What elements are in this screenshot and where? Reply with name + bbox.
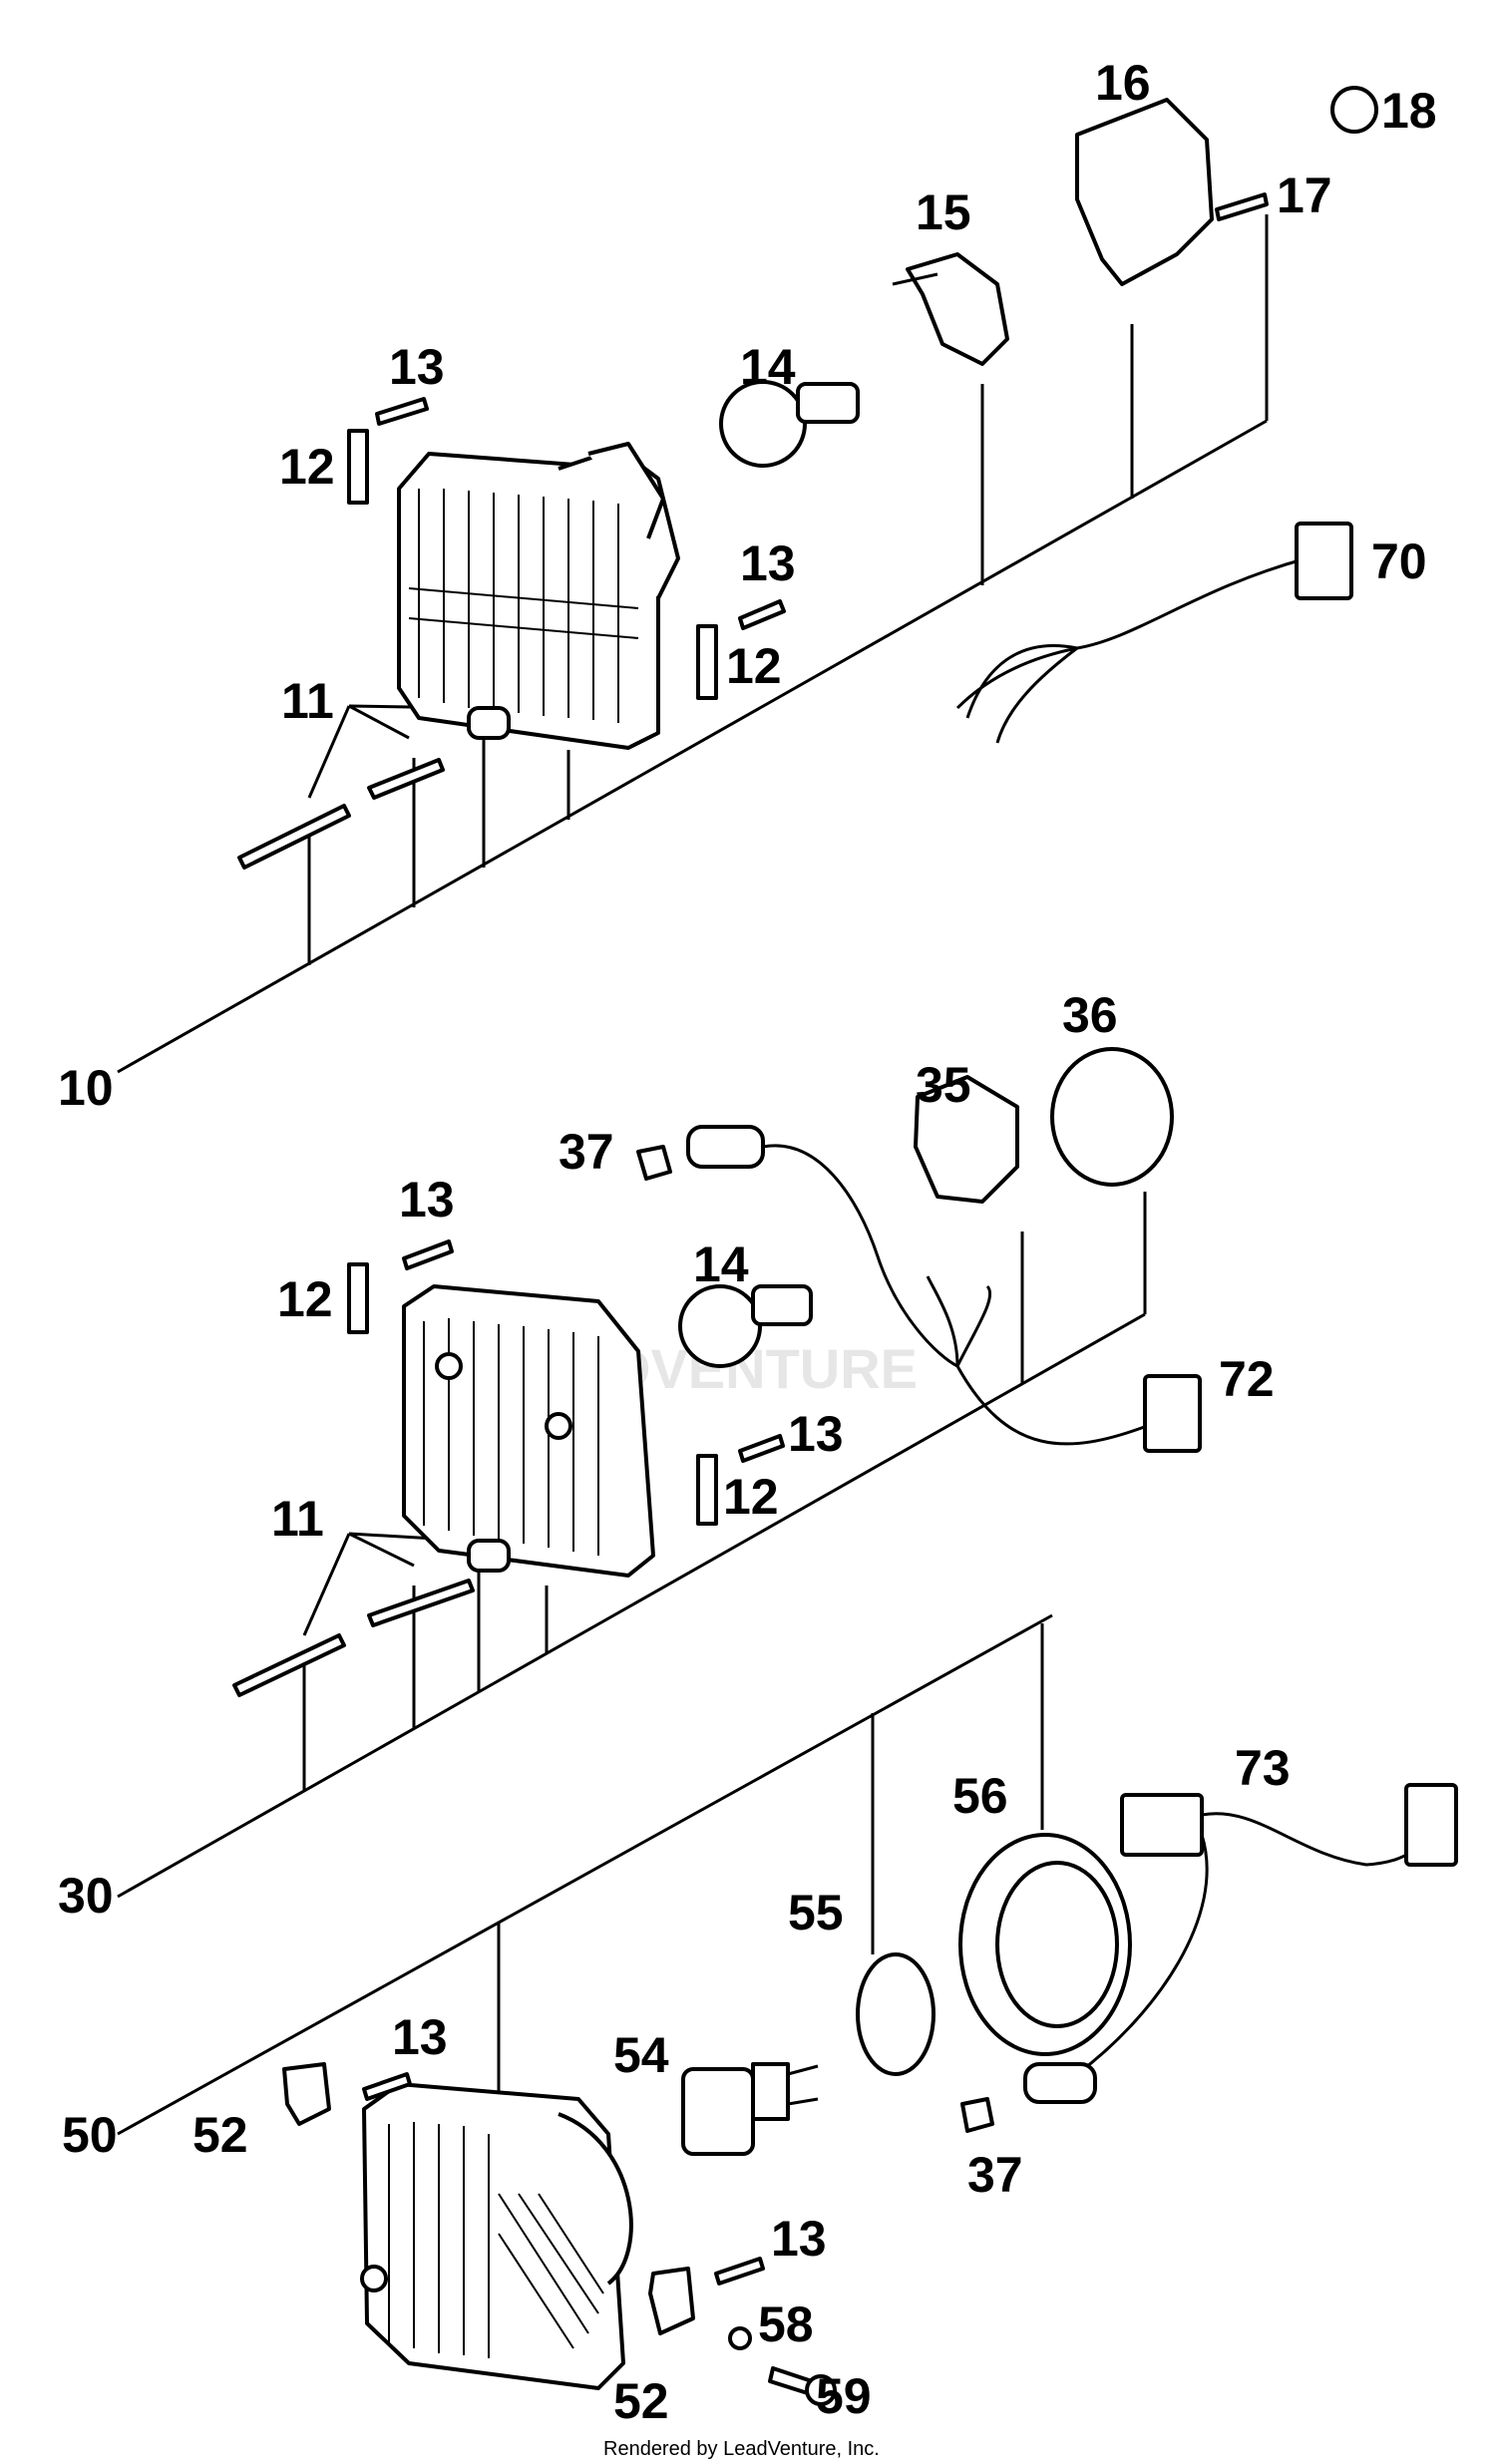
callout-55: 55 bbox=[788, 1885, 844, 1940]
screw-icon bbox=[375, 397, 429, 426]
callout-12: 12 bbox=[279, 439, 335, 495]
callout-13: 13 bbox=[399, 1172, 455, 1228]
nut-strip-icon bbox=[347, 1262, 369, 1334]
callout-14: 14 bbox=[740, 339, 796, 395]
retaining-ring-icon bbox=[1050, 1047, 1174, 1187]
bulb-socket-harness-icon bbox=[686, 1125, 1202, 1453]
callout-54: 54 bbox=[613, 2027, 669, 2083]
callout-12: 12 bbox=[277, 1271, 333, 1327]
callout-59: 59 bbox=[816, 2368, 872, 2424]
spring-icon bbox=[367, 758, 445, 800]
housing-cover-icon bbox=[1075, 98, 1214, 286]
bulb-icon bbox=[678, 1284, 813, 1368]
callout-13: 13 bbox=[788, 1406, 844, 1462]
headlight-insert-part bbox=[402, 1284, 655, 1578]
callout-11: 11 bbox=[281, 673, 334, 729]
callout-37: 37 bbox=[559, 1124, 614, 1180]
assembly-group-10: 10 11 12 13 14 15 16 17 18 12 13 70 bbox=[58, 55, 1437, 1116]
callout-72: 72 bbox=[1219, 1351, 1275, 1407]
callout-35: 35 bbox=[916, 1057, 971, 1113]
bulb-icon bbox=[719, 380, 860, 468]
callout-13: 13 bbox=[740, 535, 796, 591]
callout-13: 13 bbox=[771, 2211, 827, 2267]
assembly-group-50: 50 13 52 54 55 56 73 37 13 58 52 59 bbox=[62, 1613, 1458, 2429]
callout-18: 18 bbox=[1381, 83, 1437, 139]
retaining-ring-icon bbox=[856, 1952, 935, 2076]
callout-52: 52 bbox=[613, 2373, 669, 2429]
wiring-harness-icon bbox=[955, 522, 1353, 744]
adjuster-bolt-icon bbox=[237, 804, 351, 870]
screw-icon bbox=[362, 2072, 412, 2101]
screw-icon bbox=[402, 1239, 454, 1270]
bracket-icon bbox=[282, 2062, 331, 2126]
callout-16: 16 bbox=[1095, 55, 1151, 111]
assembly-label-10: 10 bbox=[58, 1060, 114, 1116]
screw-icon bbox=[1215, 192, 1269, 221]
washer-icon bbox=[728, 2326, 752, 2350]
headlight-insert-part bbox=[360, 2082, 633, 2390]
callout-13: 13 bbox=[392, 2009, 448, 2065]
screw-icon bbox=[738, 1434, 785, 1463]
spring-icon bbox=[367, 1579, 475, 1627]
callout-12: 12 bbox=[726, 638, 782, 694]
bolt-head-icon bbox=[805, 2374, 837, 2406]
callout-56: 56 bbox=[952, 1768, 1008, 1824]
assembly-label-30: 30 bbox=[58, 1868, 114, 1924]
callout-73: 73 bbox=[1235, 1740, 1291, 1796]
nut-strip-icon bbox=[696, 1454, 718, 1526]
callout-11: 11 bbox=[271, 1491, 324, 1547]
grommet-icon bbox=[1330, 86, 1378, 134]
callout-58: 58 bbox=[758, 2296, 814, 2352]
seal-ring-icon bbox=[958, 1833, 1132, 2056]
sleeve-icon bbox=[467, 1539, 511, 1573]
callout-14: 14 bbox=[693, 1236, 749, 1292]
bulb-icon bbox=[636, 1145, 672, 1181]
headlight-insert-part bbox=[397, 442, 680, 750]
callout-36: 36 bbox=[1062, 987, 1118, 1043]
bracket-icon bbox=[648, 2267, 695, 2335]
callout-15: 15 bbox=[916, 184, 971, 240]
nut-strip-icon bbox=[696, 624, 718, 700]
h4-bulb-icon bbox=[681, 2062, 819, 2156]
nut-strip-icon bbox=[347, 429, 369, 505]
callout-13: 13 bbox=[389, 339, 445, 395]
callout-37: 37 bbox=[967, 2147, 1023, 2203]
screw-icon bbox=[738, 599, 786, 630]
screw-icon bbox=[714, 2257, 765, 2286]
bracket-icon bbox=[906, 252, 1009, 366]
assembly-group-30: 30 11 12 13 14 35 36 37 12 13 72 bbox=[58, 987, 1275, 1924]
bulb-icon bbox=[960, 2097, 994, 2133]
callout-12: 12 bbox=[723, 1469, 779, 1525]
callout-17: 17 bbox=[1277, 168, 1332, 223]
callout-52: 52 bbox=[192, 2107, 248, 2163]
assembly-label-50: 50 bbox=[62, 2107, 118, 2163]
adjuster-bolt-icon bbox=[232, 1633, 346, 1697]
sleeve-icon bbox=[467, 706, 511, 740]
footer-credit: Rendered by LeadVenture, Inc. bbox=[603, 2438, 880, 2460]
callout-70: 70 bbox=[1371, 533, 1427, 589]
wiring-harness-icon bbox=[1023, 1783, 1458, 2104]
socket-icon bbox=[914, 1075, 1019, 1204]
